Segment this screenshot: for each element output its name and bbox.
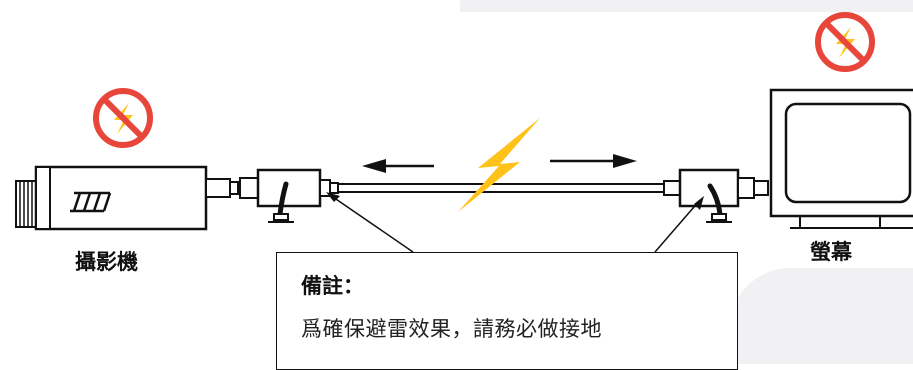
no-lightning-icon — [96, 91, 150, 145]
note-title: 備註： — [301, 274, 364, 298]
surge-protector-left — [239, 168, 339, 223]
note-box: 備註： 爲確保避雷效果，請務必做接地 — [276, 252, 738, 370]
camera-illustration — [15, 165, 239, 231]
background-shape — [730, 268, 913, 364]
background-shape — [460, 0, 913, 12]
arrow-right-icon — [550, 154, 637, 168]
arrow-left-icon — [362, 159, 434, 173]
pointer-arrowhead — [326, 192, 340, 202]
pointer-arrowhead — [694, 196, 704, 210]
note-text: 爲確保避雷效果，請務必做接地 — [301, 317, 602, 341]
pointer-lines — [329, 194, 701, 253]
surge-protector-right — [663, 168, 769, 223]
no-lightning-icon — [818, 15, 872, 69]
monitor-illustration — [769, 88, 913, 229]
lightning-bolt-icon — [458, 118, 540, 212]
camera-label: 攝影機 — [75, 250, 138, 274]
monitor-label: 螢幕 — [810, 240, 852, 264]
cable — [337, 183, 665, 193]
